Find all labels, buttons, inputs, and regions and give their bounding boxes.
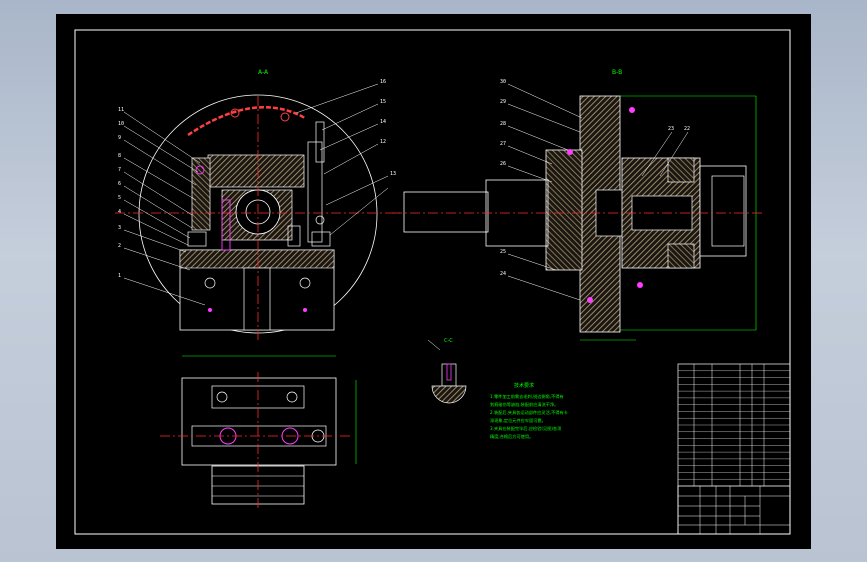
plan-hole-2 <box>286 391 298 403</box>
base-hole-3 <box>208 308 212 312</box>
left-stud <box>221 199 231 251</box>
technical-requirements: 技术要求 1.零件加工前需去毛刺,锐边倒角,不得有 划痕碰伤等缺陷,装配前应清洗… <box>490 382 568 440</box>
chuck-face <box>699 165 747 257</box>
bolt-1 <box>567 149 573 155</box>
leaders-right <box>295 83 389 236</box>
balloon-label: 30 <box>500 79 506 85</box>
left-nut <box>187 231 207 247</box>
plan-view <box>160 355 357 508</box>
right-arm <box>307 141 323 243</box>
balloon-label: 15 <box>380 99 386 105</box>
balloon-label: 7 <box>118 167 121 173</box>
balloons-left: 16 15 14 12 13 11 10 9 8 7 6 5 4 3 2 1 <box>118 79 396 279</box>
balloon-label: 16 <box>380 79 386 85</box>
balloons-right: 30 29 28 27 26 25 24 23 22 <box>500 79 690 277</box>
balloon-label: 23 <box>668 126 674 132</box>
balloon-label: 6 <box>118 181 121 187</box>
bolt-3 <box>637 282 643 288</box>
view-a-label: A-A <box>258 69 269 76</box>
shaft-end <box>403 191 489 233</box>
balloon-label: 11 <box>118 107 124 113</box>
view-b-label: B-B <box>612 69 622 76</box>
balloon-label: 2 <box>118 243 121 249</box>
base-plate-top <box>179 249 335 269</box>
balloon-label: 1 <box>118 273 121 279</box>
tech-req-line-5: 3.夹具在装配完毕后,应检验(见图)各项 <box>490 425 562 432</box>
drawing-sheet <box>56 14 811 549</box>
top-bolt <box>315 121 325 163</box>
bolt-2 <box>587 297 593 303</box>
balloon-label: 22 <box>684 126 690 132</box>
flange-hub <box>545 149 583 271</box>
balloon-label: 25 <box>500 249 506 255</box>
balloon-label: 9 <box>118 135 121 141</box>
balloon-label: 14 <box>380 119 386 125</box>
chuck-nose <box>711 175 745 247</box>
jaw-bottom <box>667 243 695 269</box>
tech-req-line-4: 滞现象,定位元件应牢固可靠。 <box>490 417 546 424</box>
tech-req-line-3: 2.装配后,夹具各运动部件应灵活,不得有卡 <box>490 409 568 416</box>
tech-req-line-2: 划痕碰伤等缺陷,装配前应清洗干净。 <box>490 401 558 408</box>
plan-base <box>181 377 337 466</box>
base-hole-2 <box>299 277 311 289</box>
left-arm <box>191 157 211 231</box>
arc-slot <box>187 106 306 137</box>
jaw-top <box>667 157 695 183</box>
view-c-c: C-C <box>427 338 467 404</box>
detail-pin-core <box>446 363 452 381</box>
balloon-label: 4 <box>118 209 121 215</box>
leaders-b <box>507 83 689 301</box>
base-hole-1 <box>204 277 216 289</box>
slot-hole-1 <box>230 108 240 118</box>
tech-req-line-1: 1.零件加工前需去毛刺,锐边倒角,不得有 <box>490 393 564 400</box>
slot-hole-2 <box>280 112 290 122</box>
view-a-a: A-A <box>115 69 400 340</box>
base-hole-4 <box>303 308 307 312</box>
balloon-label: 27 <box>500 141 506 147</box>
right-nut <box>311 231 331 247</box>
balloon-label: 26 <box>500 161 506 167</box>
view-c-label: C-C <box>444 338 453 344</box>
detail-arc <box>431 385 467 404</box>
body-block <box>207 154 305 188</box>
center-post <box>243 267 271 331</box>
tech-req-line-6: 精度,合格后方可使用。 <box>490 433 533 440</box>
pivot-right <box>315 215 325 225</box>
tech-req-title: 技术要求 <box>514 382 534 389</box>
title-block <box>677 485 791 535</box>
mid-nut <box>287 225 301 247</box>
view-b-b: B-B <box>392 69 764 341</box>
pivot-left <box>195 165 205 175</box>
leaders-left <box>123 111 206 306</box>
balloon-label: 12 <box>380 139 386 145</box>
balloon-label: 5 <box>118 195 121 201</box>
balloon-label: 28 <box>500 121 506 127</box>
balloon-label: 3 <box>118 225 121 231</box>
bolt-4 <box>629 107 635 113</box>
balloon-label: 29 <box>500 99 506 105</box>
balloon-label: 10 <box>118 121 124 127</box>
plan-hole-1 <box>216 391 228 403</box>
drawing-frame <box>74 29 791 535</box>
balloon-label: 13 <box>390 171 396 177</box>
balloon-label: 24 <box>500 271 506 277</box>
balloon-label: 8 <box>118 153 121 159</box>
